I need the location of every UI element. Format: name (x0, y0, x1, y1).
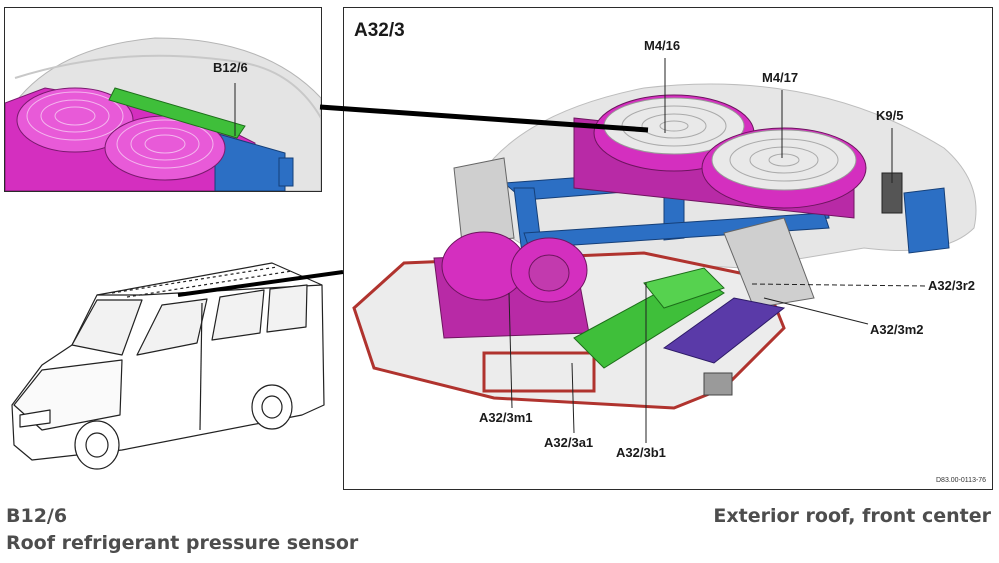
label-a32-3r2: A32/3r2 (928, 278, 975, 293)
label-b12-6: B12/6 (213, 60, 248, 75)
ac-unit-illustration (352, 58, 977, 443)
detail-inset: B12/6 (4, 7, 322, 192)
figure-code: D83.00-0113-76 (936, 477, 987, 484)
van-icon (11, 262, 325, 470)
van-illustration (2, 245, 342, 480)
blower-icon (433, 231, 590, 339)
caption-location: Exterior roof, front center (713, 505, 991, 527)
fan-grille-icon (16, 87, 134, 153)
main-diagram-panel: A32/3 M4/16 M4/17 K9/5 A32/3r2 A32/3m2 A… (343, 7, 993, 490)
label-a32-3a1: A32/3a1 (544, 435, 594, 450)
label-k9-5: K9/5 (876, 108, 904, 123)
caption-component-name: Roof refrigerant pressure sensor (6, 532, 359, 554)
fan-grille-icon (701, 127, 867, 209)
diagram-title: A32/3 (354, 20, 405, 41)
inset-illustration (5, 37, 321, 191)
fan-grille-icon (104, 115, 226, 181)
label-m4-16: M4/16 (644, 38, 681, 53)
caption-component-code: B12/6 (6, 505, 68, 527)
label-a32-3b1: A32/3b1 (616, 445, 666, 460)
label-a32-3m1: A32/3m1 (479, 410, 533, 425)
label-m4-17: M4/17 (762, 70, 799, 85)
label-a32-3m2: A32/3m2 (870, 322, 924, 337)
